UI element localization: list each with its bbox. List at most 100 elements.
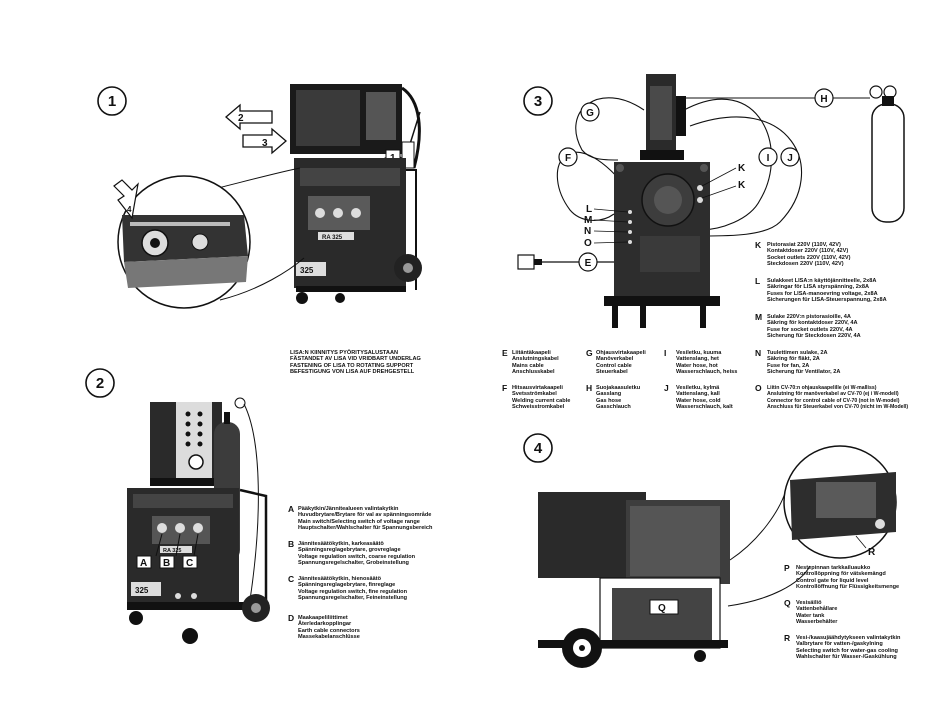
cable-g-label: G — [580, 102, 600, 122]
fig1-model-number: 325 — [300, 266, 314, 275]
legend-line: Kontaktdoser 220V (110V, 42V) — [767, 248, 849, 255]
legend-line: Anschluss für Steuerkabel von CV-70 (nic… — [767, 403, 909, 410]
legend-line: Liitäntäkaapeli — [512, 350, 551, 356]
legend-line: Pääkytkin/Jännitealueen valintakytkin — [298, 506, 399, 512]
legend-entry-b: Jännitesäätökytkin, karkeasäätö Spänning… — [298, 541, 415, 566]
hose-i-label: I — [758, 147, 778, 167]
legend-line: Gasschlauch — [596, 403, 631, 410]
outlet-k-bottom: K — [738, 180, 746, 191]
cable-f-letter: F — [565, 153, 571, 164]
water-tank-label: Q — [658, 603, 666, 614]
fig3-mains-plug — [517, 254, 614, 270]
legend-key-j: J — [664, 383, 669, 393]
caption-fig1: LISA:N KIINNITYS PYÖRITYSALUSTAAN FÄSTAN… — [290, 350, 421, 375]
legend-line: Mains cable — [512, 362, 544, 369]
knob-label-c: C — [186, 558, 193, 569]
legend-line: Earth cable connectors — [298, 627, 360, 634]
fuse-label-o: O — [584, 238, 592, 249]
legend-key-b: B — [288, 539, 295, 549]
fig2-knob-labels: A B C — [136, 555, 198, 569]
fig2-cart — [127, 488, 270, 644]
hose-j-label: J — [780, 147, 800, 167]
fig4-power-source: Q — [538, 489, 811, 649]
fuse-label-n: N — [584, 226, 591, 237]
fuse-label-m: M — [584, 215, 592, 226]
hose-j-loop — [689, 116, 803, 237]
legend-line: Vesiletku, kylmä — [676, 385, 720, 391]
legend-line: Anslutningskabel — [512, 356, 559, 363]
legend-line: Schweisstromkabel — [512, 403, 565, 410]
arrow-2-label: 2 — [238, 113, 244, 124]
switch-r-label: R — [855, 535, 876, 558]
cable-g-letter: G — [586, 108, 594, 119]
legend-key-r: R — [784, 633, 791, 643]
legend-key-o: O — [755, 383, 762, 393]
legend-entry-i: Vesiletku, kuuma Vattenslang, het Water … — [676, 350, 737, 375]
legend-key-g: G — [586, 348, 593, 358]
legend-line: Sulake 220V:n pistorasioille, 4A — [767, 314, 851, 320]
legend-entry-d: Maakaapeliliittimet Återledarkopplingar … — [298, 615, 360, 640]
legend-entry-o: Liitin CV-70:n ohjauskaapelille (ei W-ma… — [767, 385, 908, 410]
legend-line: Sicherung für Ventilator, 2A — [767, 368, 841, 375]
caption-fig1-line: LISA:N KIINNITYS PYÖRITYSALUSTAAN — [290, 350, 399, 356]
legend-line: Sicherung für Steckdosen 220V, 4A — [767, 332, 861, 339]
legend-line: Kontrollöppning för vätskemängd — [796, 571, 886, 578]
cable-e-letter: E — [585, 258, 592, 269]
legend-line: Spannungsregelschalter, Feineinstellung — [298, 594, 408, 601]
fuse-label-l: L — [586, 204, 592, 215]
fig2-power-source: RA 325 325 — [127, 488, 239, 604]
legend-entry-k: Pistorasiat 220V (110V, 42V) Kontaktdose… — [767, 242, 850, 267]
figure-2: 2 RA 325 325 — [85, 368, 270, 644]
legend-key-n: N — [755, 348, 762, 358]
legend-entry-q: Vesisäiliö Vattenbehållare Water tank Wa… — [796, 600, 837, 625]
legend-line: Anslutning för manöverkabel av CV-70 (ej… — [767, 391, 899, 398]
legend-key-e: E — [502, 348, 508, 358]
arrow-3-icon: 3 — [242, 127, 287, 155]
fig3-gas-bottle — [869, 85, 905, 223]
legend-line: Spannungsregelschalter, Grobeinstellung — [298, 559, 409, 566]
cable-h-letter: H — [820, 94, 827, 105]
legend-entry-g: Ohjausvirtakaapeli Manöverkabel Control … — [596, 350, 646, 375]
power-source-cabinet: RA 325 325 — [294, 158, 417, 290]
legend-key-c: C — [288, 574, 295, 584]
legend-entry-a: Pääkytkin/Jännitealueen valintakytkin Hu… — [298, 506, 432, 531]
fuse-labels: L M N O — [584, 204, 629, 249]
legend-line: Pistorasiat 220V (110V, 42V) — [767, 242, 841, 248]
caption-fig1-line: FASTENING OF LISA TO ROTATING SUPPORT — [290, 362, 414, 369]
legend-entry-m: Sulake 220V:n pistorasioille, 4A Säkring… — [767, 314, 861, 339]
legend-line: Anschlusskabel — [512, 368, 555, 375]
switch-r-letter: R — [868, 547, 876, 558]
arrow-2-icon: 2 — [225, 103, 273, 131]
legend-line: Säkringar för LISA styrspänning, 2x8A — [767, 284, 870, 291]
legend-line: Water hose, hot — [676, 362, 718, 369]
legend-line: Water tank — [796, 612, 825, 619]
figure-4-number-circle — [523, 433, 553, 463]
legend-line: Hauptschalter/Wahlschalter für Spannungs… — [298, 524, 433, 531]
legend-line: Vattenslang, het — [676, 356, 719, 363]
figure-2-number: 2 — [96, 375, 104, 392]
legend-key-h: H — [586, 383, 593, 393]
cable-f-label: F — [558, 147, 578, 167]
legend-line: Control gate for liquid level — [796, 577, 869, 584]
cable-g-loop — [575, 97, 645, 161]
legend-line: Wasserbehälter — [796, 618, 838, 625]
legend-line: Gasslang — [596, 391, 622, 398]
legend-line: Connector for control cable of CV-70 (no… — [767, 397, 900, 404]
fig3-power-source-back — [604, 162, 720, 328]
legend-line: Control cable — [596, 362, 632, 369]
fig1-cart-wheels — [296, 254, 422, 304]
legend-line: Fuse for socket outlets 220V, 4A — [767, 326, 853, 333]
legend-line: Welding current cable — [512, 397, 571, 404]
legend-line: Voltage regulation switch, fine regulati… — [298, 588, 407, 595]
legend-entry-c: Jännitesäätökytkin, hienosäätö Spännings… — [298, 576, 407, 601]
legend-line: Maakaapeliliittimet — [298, 615, 348, 621]
legend-line: Sulakkeet LISA:n käyttöjännitteelle, 2x8… — [767, 278, 877, 284]
legend-line: Huvudbrytare/Brytare för val av spänning… — [298, 512, 432, 519]
legend-entry-l: Sulakkeet LISA:n käyttöjännitteelle, 2x8… — [767, 278, 887, 303]
legend-line: Vesiletku, kuuma — [676, 350, 722, 356]
legend-entry-n: Tuulettimen sulake, 2A Säkring för fläkt… — [767, 350, 840, 375]
legend-key-f: F — [502, 383, 508, 393]
legend-key-p: P — [784, 563, 790, 573]
legend-line: Sicherungen für LISA-Steuerspannung, 2x8… — [767, 296, 887, 303]
legend-line: Säkring för fläkt, 2A — [767, 356, 820, 363]
